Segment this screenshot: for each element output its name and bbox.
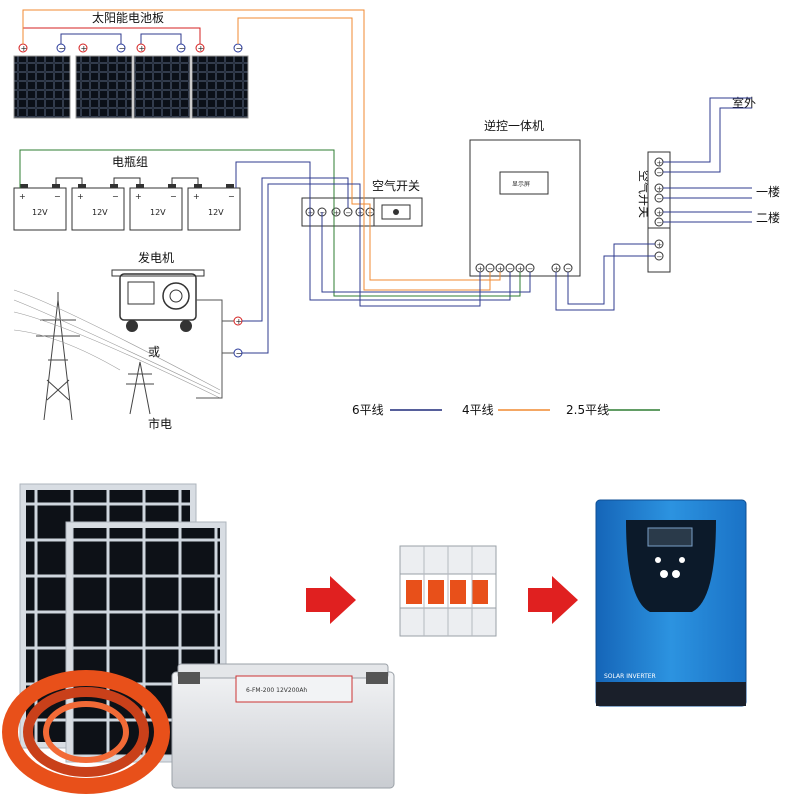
solar-panel xyxy=(191,55,249,119)
svg-text:+: + xyxy=(236,317,243,326)
svg-text:−: − xyxy=(228,192,235,201)
svg-text:+: + xyxy=(334,209,340,217)
svg-text:+: + xyxy=(139,44,146,53)
floor1-label: 一楼 xyxy=(756,184,780,199)
battery-bank-label: 电瓶组 xyxy=(112,155,148,169)
svg-text:−: − xyxy=(179,44,186,53)
svg-text:+: + xyxy=(81,44,88,53)
legend-item: 6平线 xyxy=(352,403,442,417)
legend-label: 2.5平线 xyxy=(566,403,609,417)
legend-label: 4平线 xyxy=(462,403,494,417)
svg-text:+: + xyxy=(77,192,84,201)
svg-text:+: + xyxy=(498,265,504,273)
red-arrow-icon xyxy=(528,576,578,624)
svg-text:−: − xyxy=(112,192,119,201)
svg-text:−: − xyxy=(236,349,243,358)
battery: + − 12V xyxy=(71,184,125,231)
legend-item: 4平线 xyxy=(462,403,550,417)
display-label: 显示屏 xyxy=(512,181,530,188)
svg-text:+: + xyxy=(554,265,560,273)
svg-text:−: − xyxy=(508,265,514,273)
svg-text:+: + xyxy=(135,192,142,201)
product-circuit-breaker xyxy=(399,545,497,637)
air-switch-right: 空气开关 + − + − + − + − 室外 一楼 二楼 xyxy=(637,95,780,273)
solar-terminals: + − + − + − + − xyxy=(18,43,243,53)
svg-text:−: − xyxy=(488,265,494,273)
load-wiring xyxy=(663,97,752,223)
solar-panel xyxy=(13,55,71,119)
svg-text:−: − xyxy=(657,169,663,177)
svg-text:+: + xyxy=(518,265,524,273)
svg-text:+: + xyxy=(19,192,26,201)
battery-voltage: 12V xyxy=(150,208,166,217)
svg-text:+: + xyxy=(193,192,200,201)
svg-text:+: + xyxy=(657,159,663,167)
minus-terminal-icon: − xyxy=(116,43,126,53)
svg-text:+: + xyxy=(198,44,205,53)
grid-label: 市电 xyxy=(148,416,172,431)
solar-panel xyxy=(133,55,191,119)
ac-input-wiring xyxy=(196,299,236,399)
product-battery: 6-FM-200 12V200Ah xyxy=(171,663,395,789)
solar-panel xyxy=(75,55,133,119)
legend-item: 2.5平线 xyxy=(566,403,660,417)
battery-voltage: 12V xyxy=(92,208,108,217)
battery-voltage: 12V xyxy=(208,208,224,217)
solar-panels-label: 太阳能电池板 xyxy=(92,10,164,25)
plus-terminal-icon: + xyxy=(195,43,205,53)
outdoor-label: 室外 xyxy=(732,95,756,110)
svg-text:−: − xyxy=(657,195,663,203)
power-grid-towers: 市电 xyxy=(13,289,221,431)
svg-text:+: + xyxy=(21,44,28,53)
plus-terminal-icon: + xyxy=(233,316,243,326)
battery-voltage: 12V xyxy=(32,208,48,217)
product-cable-coil xyxy=(2,670,170,794)
red-arrow-icon xyxy=(306,576,356,624)
inverter-diagram: 逆控一体机 显示屏 + − + − + − + − xyxy=(469,118,581,277)
svg-text:−: − xyxy=(54,192,61,201)
generator: 发电机 或 xyxy=(111,250,205,359)
svg-text:−: − xyxy=(528,265,534,273)
svg-text:+: + xyxy=(478,265,484,273)
battery-model-label: 6-FM-200 12V200Ah xyxy=(246,687,307,694)
svg-text:+: + xyxy=(657,185,663,193)
air-switch-left: 空气开关 + − + − + − xyxy=(301,178,423,227)
plus-terminal-icon: + xyxy=(18,43,28,53)
minus-terminal-icon: − xyxy=(233,348,243,358)
svg-text:−: − xyxy=(657,253,663,261)
solar-series-wiring xyxy=(22,27,201,48)
legend-label: 6平线 xyxy=(352,403,384,417)
wire-legend: 6平线 4平线 2.5平线 xyxy=(352,403,660,417)
svg-text:−: − xyxy=(346,209,352,217)
svg-text:+: + xyxy=(657,241,663,249)
battery: + − 12V xyxy=(13,184,67,231)
plus-terminal-icon: + xyxy=(136,43,146,53)
svg-text:−: − xyxy=(566,265,572,273)
svg-text:−: − xyxy=(59,44,66,53)
minus-terminal-icon: − xyxy=(56,43,66,53)
minus-terminal-icon: − xyxy=(233,43,243,53)
plus-terminal-icon: + xyxy=(78,43,88,53)
air-switch-left-label: 空气开关 xyxy=(372,178,420,193)
battery-bank: 电瓶组 + − 12V + − 12V + − 12V + − 12V xyxy=(13,155,241,231)
product-solar-inverter: SOLAR INVERTER xyxy=(595,499,747,707)
generator-label: 发电机 xyxy=(138,250,174,265)
system-wiring xyxy=(19,9,655,354)
svg-text:−: − xyxy=(657,219,663,227)
solar-panel-array: 太阳能电池板 xyxy=(13,10,249,119)
svg-text:−: − xyxy=(236,44,243,53)
inverter-brand-label: SOLAR INVERTER xyxy=(604,673,656,680)
svg-text:+: + xyxy=(657,209,663,217)
battery: + − 12V xyxy=(129,184,183,231)
svg-text:−: − xyxy=(170,192,177,201)
svg-text:−: − xyxy=(119,44,126,53)
battery: + − 12V xyxy=(187,184,241,231)
floor2-label: 二楼 xyxy=(756,210,780,225)
or-label: 或 xyxy=(148,345,160,359)
inverter-label: 逆控一体机 xyxy=(484,118,544,133)
minus-terminal-icon: − xyxy=(176,43,186,53)
